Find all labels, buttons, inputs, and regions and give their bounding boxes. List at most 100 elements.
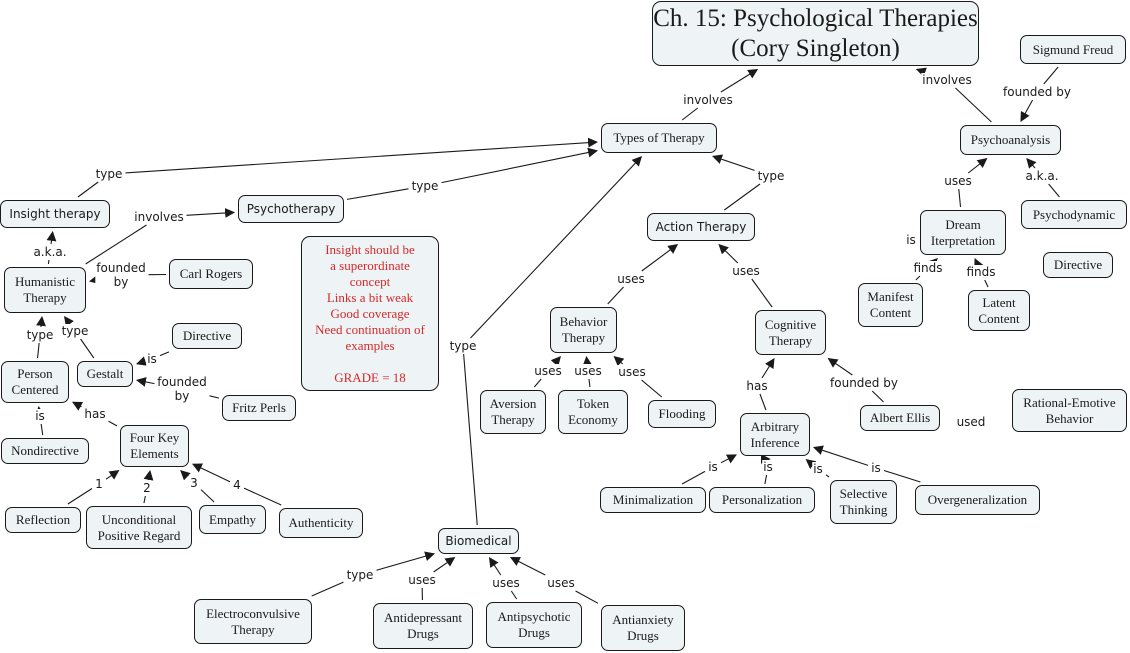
link-label-finds: finds bbox=[965, 265, 997, 279]
concept-antipsychotic-drugs[interactable]: Antipsychotic Drugs bbox=[486, 602, 582, 648]
link-line-type_person_centered-source bbox=[37, 342, 40, 359]
concept-authenticity[interactable]: Authenticity bbox=[279, 508, 363, 538]
link-label-is: is bbox=[707, 460, 719, 474]
link-label-uses: uses bbox=[491, 576, 521, 590]
concept-insight-therapy[interactable]: Insight therapy bbox=[0, 200, 110, 228]
concept-fritz-perls[interactable]: Fritz Perls bbox=[222, 395, 296, 421]
concept-empathy[interactable]: Empathy bbox=[199, 505, 266, 534]
concept-sigmund-freud[interactable]: Sigmund Freud bbox=[1020, 35, 1126, 64]
link-line-uses_aversion-source bbox=[533, 378, 542, 388]
concept-arbitrary-inference[interactable]: Arbitrary Inference bbox=[740, 413, 810, 456]
concept-electroconvulsive-therapy[interactable]: Electroconvulsive Therapy bbox=[194, 599, 312, 644]
concept-rational-emotive-behavior[interactable]: Rational-Emotive Behavior bbox=[1012, 389, 1127, 432]
link-label-is: is bbox=[812, 462, 824, 476]
link-arrow-elem_3 bbox=[180, 470, 191, 481]
link-line-type_biomedical-source bbox=[463, 353, 478, 526]
concept-carl-rogers[interactable]: Carl Rogers bbox=[169, 259, 253, 289]
link-label-finds: finds bbox=[912, 261, 944, 275]
link-line-is_directive_gestalt-source bbox=[159, 351, 170, 357]
concept-antidepressant-drugs[interactable]: Antidepressant Drugs bbox=[373, 603, 473, 649]
link-arrow-has_arbitrary bbox=[761, 358, 775, 379]
link-arrow-elem_4 bbox=[192, 463, 231, 483]
link-label-uses: uses bbox=[573, 364, 603, 378]
link-label-type: type bbox=[756, 169, 786, 183]
concept-selective-thinking[interactable]: Selective Thinking bbox=[830, 480, 897, 524]
link-label-has: has bbox=[745, 379, 769, 393]
concept-personalization[interactable]: Personalization bbox=[709, 487, 815, 513]
link-label-uses: uses bbox=[943, 174, 973, 188]
link-label-uses: uses bbox=[617, 365, 647, 379]
link-arrow-uses_antidepressant bbox=[433, 557, 456, 573]
concept-minimalization[interactable]: Minimalization bbox=[600, 487, 706, 513]
link-arrow-founded_by_ellis bbox=[827, 358, 853, 376]
link-arrow-type_person_centered bbox=[36, 316, 46, 328]
link-line-is_minimalization-source bbox=[681, 470, 706, 485]
concept-dream-interpretation[interactable]: Dream Iterpretation bbox=[920, 210, 1006, 255]
link-line-is_personalization-source bbox=[764, 474, 768, 485]
link-label-type: type bbox=[25, 328, 55, 342]
link-label-3: 3 bbox=[189, 476, 199, 490]
concept-flooding[interactable]: Flooding bbox=[648, 400, 716, 428]
concept-humanistic-therapy[interactable]: Humanistic Therapy bbox=[4, 267, 86, 313]
link-label-founded-by: founded by bbox=[95, 261, 147, 289]
link-line-is_nondirective-source bbox=[40, 423, 44, 436]
concept-reflection[interactable]: Reflection bbox=[5, 507, 81, 533]
link-arrow-type_gestalt bbox=[64, 316, 74, 327]
link-label-uses: uses bbox=[546, 576, 576, 590]
link-arrow-uses_cognitive bbox=[718, 244, 739, 264]
link-line-is_selective-source bbox=[825, 474, 830, 478]
concept-psychotherapy[interactable]: Psychotherapy bbox=[238, 195, 344, 223]
concept-directive-gestalt[interactable]: Directive bbox=[172, 323, 242, 349]
link-line-type_gestalt-source bbox=[80, 338, 95, 359]
concept-cognitive-therapy[interactable]: Cognitive Therapy bbox=[755, 310, 826, 355]
concept-latent-content[interactable]: Latent Content bbox=[968, 290, 1030, 331]
link-line-uses_token-source bbox=[588, 378, 591, 388]
concept-overgeneralization[interactable]: Overgeneralization bbox=[915, 485, 1040, 515]
link-label-type: type bbox=[345, 568, 375, 582]
link-line-has_arbitrary-source bbox=[759, 393, 767, 411]
concept-action-therapy[interactable]: Action Therapy bbox=[647, 213, 755, 241]
link-arrow-aka_psychodynamic bbox=[1026, 158, 1037, 169]
link-line-uses_antipsychotic-source bbox=[510, 590, 518, 600]
concept-person-centered[interactable]: Person Centered bbox=[1, 361, 69, 403]
concept-four-key-elements[interactable]: Four Key Elements bbox=[120, 425, 189, 467]
link-arrow-involves_humanistic bbox=[186, 208, 235, 218]
concept-gestalt[interactable]: Gestalt bbox=[77, 361, 133, 387]
link-line-uses_dream-source bbox=[958, 188, 962, 208]
concept-title[interactable]: Ch. 15: Psychological Therapies (Cory Si… bbox=[652, 1, 979, 66]
link-arrow-founded_by_freud bbox=[1020, 99, 1034, 122]
link-label-4: 4 bbox=[232, 478, 242, 492]
link-line-finds_latent-source bbox=[984, 279, 989, 288]
link-label-is: is bbox=[905, 233, 917, 247]
link-line-founded_by_ellis-source bbox=[871, 390, 884, 403]
link-arrow-type_biomedical bbox=[470, 156, 643, 339]
link-arrow-finds_latent bbox=[974, 258, 984, 270]
link-label-has: has bbox=[83, 407, 107, 421]
link-line-has_four_key-source bbox=[108, 420, 118, 427]
link-arrow-founded_by_rogers bbox=[89, 274, 100, 285]
link-line-involves_humanistic-source bbox=[85, 224, 147, 265]
link-arrow-is_selective bbox=[805, 459, 817, 470]
link-line-uses_antianxiety-source bbox=[575, 590, 599, 604]
concept-antianxiety-drugs[interactable]: Antianxiety Drugs bbox=[601, 605, 685, 651]
link-arrow-uses_token bbox=[582, 356, 593, 367]
concept-types-of-therapy[interactable]: Types of Therapy bbox=[601, 123, 717, 153]
link-label-is: is bbox=[146, 352, 158, 366]
concept-psychodynamic[interactable]: Psychodynamic bbox=[1021, 200, 1127, 229]
link-arrow-aka_insight bbox=[46, 231, 57, 245]
concept-albert-ellis[interactable]: Albert Ellis bbox=[860, 405, 940, 431]
link-arrow-uses_antipsychotic bbox=[488, 557, 502, 576]
concept-manifest-content[interactable]: Manifest Content bbox=[858, 283, 923, 327]
concept-token-economy[interactable]: Token Economy bbox=[558, 390, 628, 434]
concept-biomedical[interactable]: Biomedical bbox=[438, 528, 519, 554]
link-arrow-elem_2 bbox=[143, 470, 154, 481]
concept-nondirective[interactable]: Nondirective bbox=[1, 438, 89, 464]
link-line-founded_by_perls-source bbox=[209, 395, 220, 399]
concept-psychoanalysis[interactable]: Psychoanalysis bbox=[960, 125, 1061, 155]
link-label-founded-by: founded by bbox=[829, 376, 899, 390]
concept-aversion-therapy[interactable]: Aversion Therapy bbox=[480, 390, 546, 434]
concept-directive-psychoanalysis[interactable]: Directive bbox=[1043, 252, 1113, 278]
concept-unconditional-positive-regard[interactable]: Unconditional Positive Regard bbox=[86, 506, 192, 549]
concept-behavior-therapy[interactable]: Behavior Therapy bbox=[550, 307, 617, 353]
